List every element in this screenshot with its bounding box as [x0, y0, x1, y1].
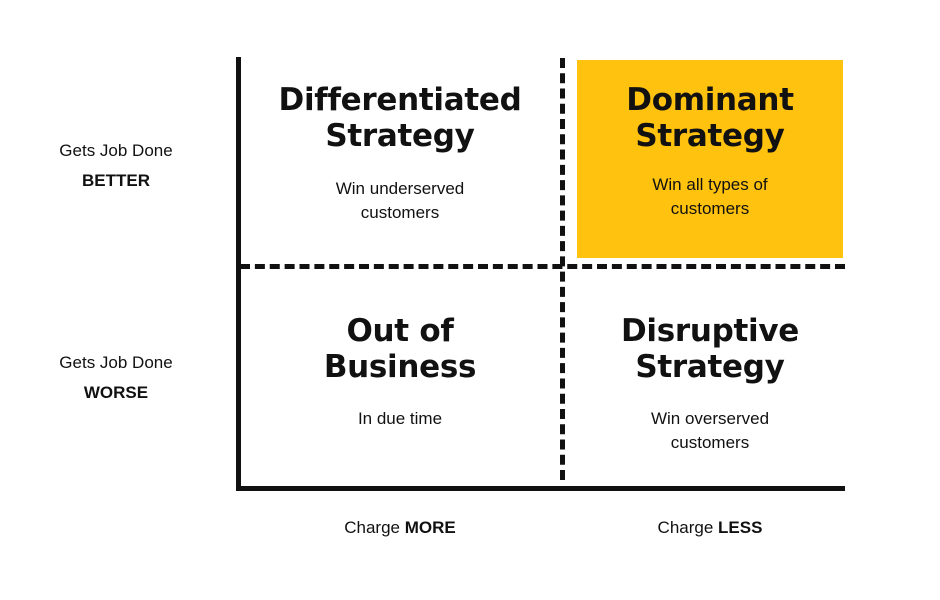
- x-axis-label-charge-more: Charge MORE: [244, 518, 556, 538]
- y-axis-label-worse: Gets Job Done WORSE: [10, 348, 222, 408]
- quadrant-out-of-business: Out of Business In due time: [244, 313, 556, 431]
- horizontal-dashed-divider: [240, 264, 845, 269]
- y-axis-label-text: Gets Job Done: [59, 353, 173, 372]
- x-axis-label-emphasis: LESS: [718, 518, 763, 537]
- y-axis-line: [236, 57, 241, 491]
- quadrant-title: Out of Business: [323, 313, 477, 386]
- x-axis-label-emphasis: MORE: [404, 518, 456, 537]
- quadrant-subtitle: Win overserved customers: [650, 408, 770, 453]
- quadrant-dominant-strategy: Dominant Strategy Win all types of custo…: [577, 82, 843, 222]
- vertical-dashed-divider: [560, 58, 565, 480]
- quadrant-differentiated-strategy: Differentiated Strategy Win underserved …: [244, 82, 556, 226]
- quadrant-title: Dominant Strategy: [626, 82, 794, 155]
- x-axis-label-text: Charge: [344, 518, 405, 537]
- quadrant-subtitle: Win all types of customers: [652, 174, 768, 219]
- y-axis-label-text: Gets Job Done: [59, 141, 173, 160]
- y-axis-label-emphasis: BETTER: [82, 170, 150, 190]
- quadrant-subtitle: In due time: [357, 408, 443, 428]
- x-axis-label-text: Charge: [657, 518, 719, 537]
- quadrant-disruptive-strategy: Disruptive Strategy Win overserved custo…: [577, 313, 843, 456]
- quadrant-title: Disruptive Strategy: [620, 313, 800, 386]
- y-axis-label-emphasis: WORSE: [83, 382, 149, 402]
- y-axis-label-better: Gets Job Done BETTER: [10, 136, 222, 196]
- dominant-strategy-highlight-panel: [577, 60, 843, 258]
- x-axis-line: [236, 486, 845, 491]
- quadrant-title: Differentiated Strategy: [278, 82, 522, 155]
- quadrant-subtitle: Win underserved customers: [335, 178, 465, 223]
- x-axis-label-charge-less: Charge LESS: [577, 518, 843, 538]
